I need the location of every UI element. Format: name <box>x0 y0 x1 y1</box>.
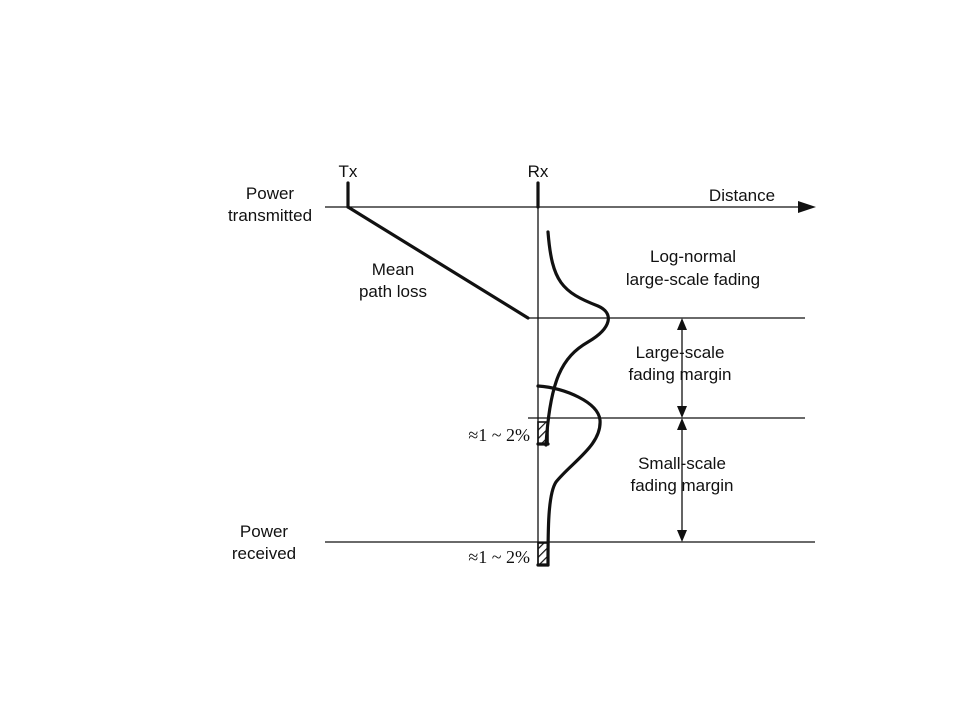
large-scale-arrowhead-bottom <box>677 406 687 418</box>
outage-lower-label: ≈1 ~ 2% <box>468 547 530 567</box>
power-received-label-line2: received <box>232 544 296 563</box>
power-transmitted-label-line1: Power <box>246 184 295 203</box>
small-scale-margin-label-line2: fading margin <box>630 476 733 495</box>
large-scale-arrowhead-top <box>677 318 687 330</box>
tx-label: Tx <box>339 162 358 181</box>
outage-region-upper <box>537 421 549 445</box>
log-normal-distribution-curve <box>544 230 610 447</box>
mean-path-loss-label-line1: Mean <box>372 260 415 279</box>
power-received-label-line1: Power <box>240 522 289 541</box>
rx-label: Rx <box>528 162 549 181</box>
small-scale-arrowhead-bottom <box>677 530 687 542</box>
mean-path-loss-label-line2: path loss <box>359 282 427 301</box>
power-transmitted-label-line2: transmitted <box>228 206 312 225</box>
log-normal-label-line2: large-scale fading <box>626 270 760 289</box>
log-normal-label-line1: Log-normal <box>650 247 736 266</box>
distance-arrowhead <box>798 201 816 213</box>
large-scale-margin-label-line1: Large-scale <box>636 343 725 362</box>
small-scale-margin-label-line1: Small-scale <box>638 454 726 473</box>
mean-path-loss-line <box>346 205 530 320</box>
large-scale-margin-label-line2: fading margin <box>628 365 731 384</box>
small-scale-distribution-curve <box>536 384 602 567</box>
small-scale-arrowhead-top <box>677 418 687 430</box>
outage-upper-label: ≈1 ~ 2% <box>468 425 530 445</box>
distance-label: Distance <box>709 186 775 205</box>
outage-region-lower <box>537 542 549 566</box>
